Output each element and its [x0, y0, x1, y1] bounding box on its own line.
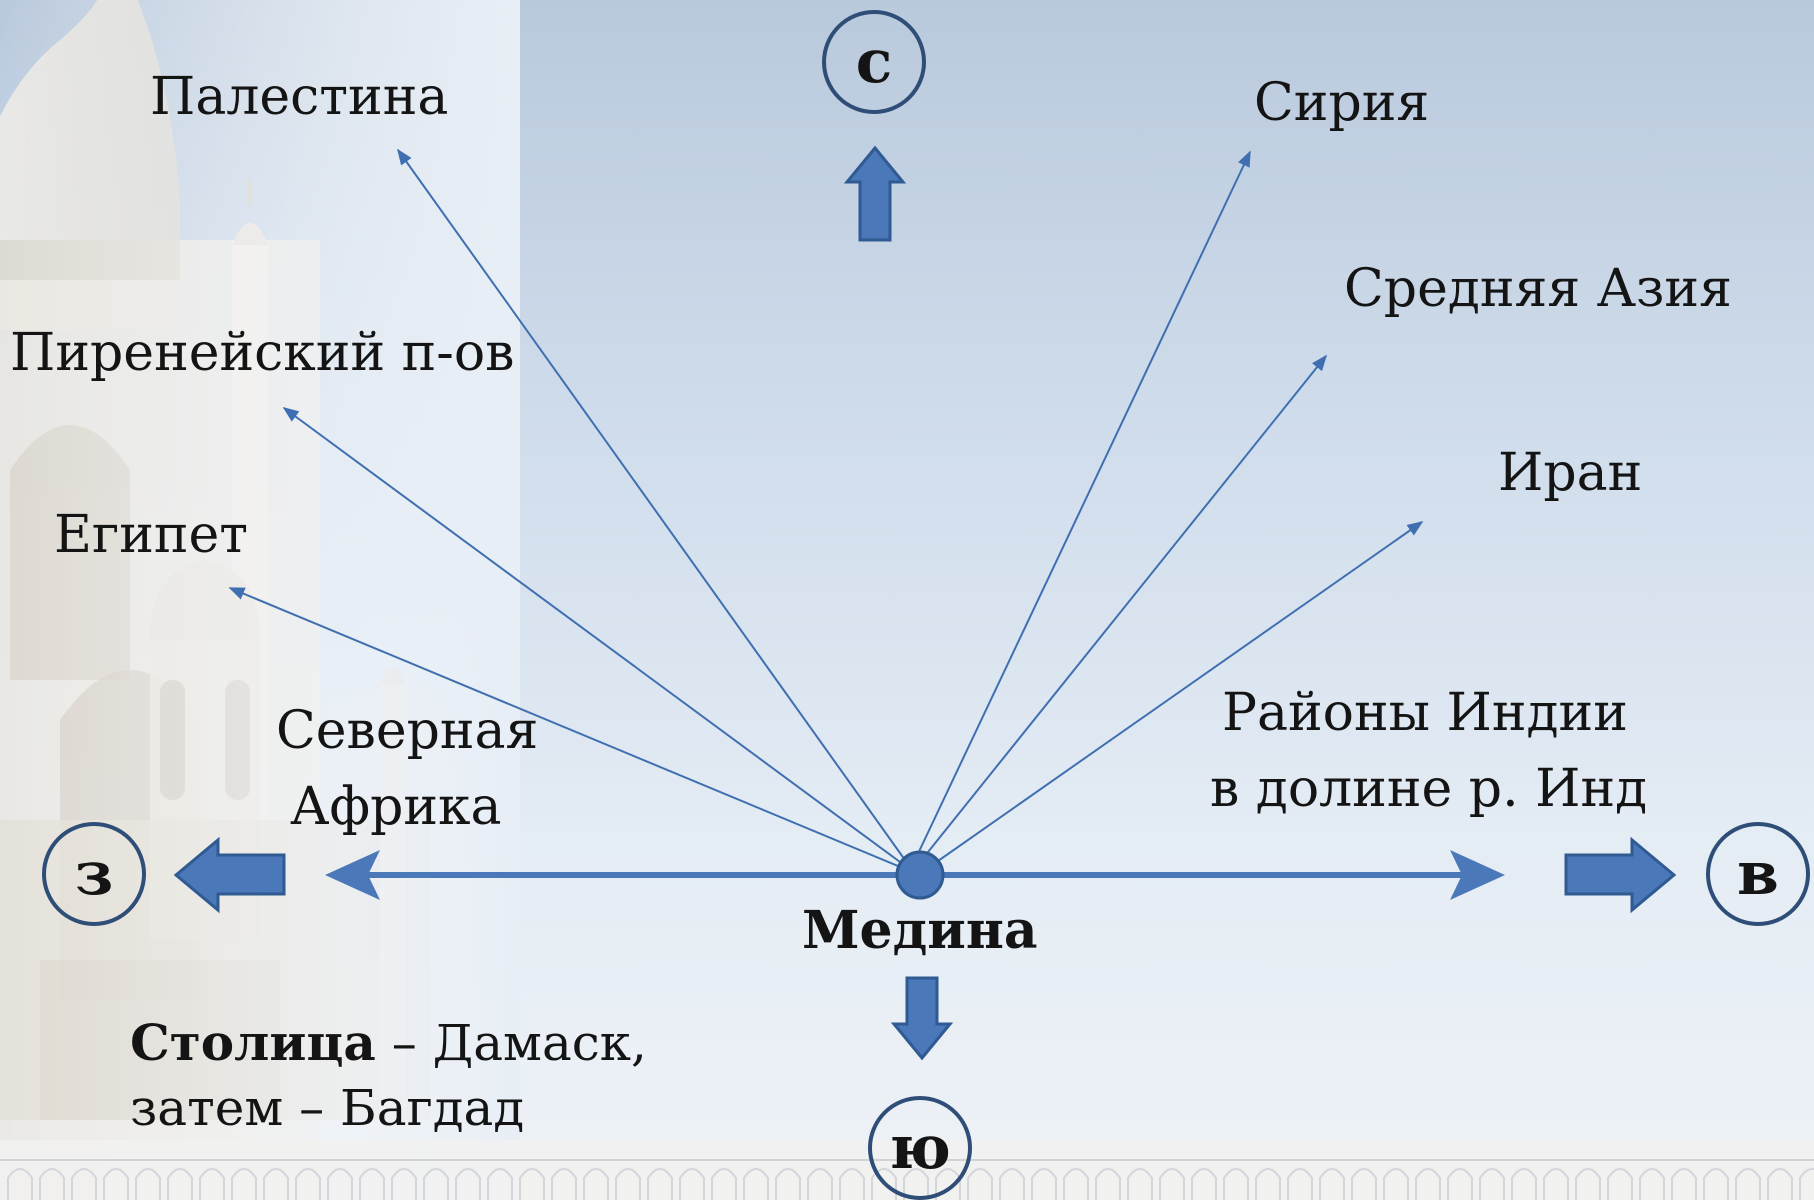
baluster — [1095, 1168, 1121, 1200]
baluster — [967, 1168, 993, 1200]
label-india-line1: Районы Индии — [1222, 683, 1628, 743]
capital-text1: – Дамаск, — [375, 1014, 647, 1072]
baluster — [167, 1168, 193, 1200]
baluster — [455, 1168, 481, 1200]
baluster — [1031, 1168, 1057, 1200]
baluster — [1223, 1168, 1249, 1200]
baluster — [1287, 1168, 1313, 1200]
baluster — [39, 1168, 65, 1200]
label-medina: Медина — [802, 900, 1038, 961]
baluster — [359, 1168, 385, 1200]
baluster — [1703, 1168, 1729, 1200]
label-central-asia: Средняя Азия — [1344, 259, 1732, 319]
compass-south-label: ю — [889, 1113, 951, 1183]
baluster — [423, 1168, 449, 1200]
baluster — [487, 1168, 513, 1200]
compass-north: с — [822, 10, 926, 114]
baluster — [1127, 1168, 1153, 1200]
arrow-to-central-asia — [919, 354, 1328, 863]
baluster — [1479, 1168, 1505, 1200]
west-block-arrow — [173, 836, 286, 914]
baluster — [647, 1168, 673, 1200]
baluster — [743, 1168, 769, 1200]
east-block-arrow — [1564, 836, 1677, 914]
east-arrowhead — [1450, 850, 1505, 900]
baluster — [839, 1168, 865, 1200]
compass-west: з — [42, 822, 146, 926]
baluster — [1383, 1168, 1409, 1200]
baluster — [519, 1168, 545, 1200]
capital-note: Столица – Дамаск, затем – Багдад — [130, 1010, 647, 1141]
baluster — [1319, 1168, 1345, 1200]
baluster — [1543, 1168, 1569, 1200]
north-block-arrow — [843, 145, 907, 242]
arrow-to-palestine — [397, 148, 906, 861]
capital-heading: Столица — [130, 1013, 376, 1072]
label-iberia: Пиренейский п-ов — [10, 323, 515, 383]
baluster — [1447, 1168, 1473, 1200]
label-palestine: Палестина — [150, 67, 449, 127]
baluster — [1607, 1168, 1633, 1200]
baluster — [1351, 1168, 1377, 1200]
baluster — [711, 1168, 737, 1200]
baluster — [807, 1168, 833, 1200]
baluster — [1767, 1168, 1793, 1200]
baluster — [1159, 1168, 1185, 1200]
baluster — [1191, 1168, 1217, 1200]
arrow-to-iberia — [282, 407, 901, 863]
label-north-africa-line2: Африка — [290, 777, 502, 837]
baluster — [551, 1168, 577, 1200]
capital-line1: Столица – Дамаск, — [130, 1010, 647, 1076]
label-egypt: Египет — [54, 505, 249, 565]
baluster — [1799, 1168, 1814, 1200]
baluster — [1575, 1168, 1601, 1200]
south-block-arrow — [890, 976, 954, 1061]
baluster — [1735, 1168, 1761, 1200]
arrow-to-iran — [927, 521, 1424, 869]
baluster — [1063, 1168, 1089, 1200]
baluster — [1415, 1168, 1441, 1200]
label-syria: Сирия — [1254, 73, 1430, 133]
baluster — [263, 1168, 289, 1200]
compass-east-label: в — [1737, 839, 1779, 909]
baluster — [1255, 1168, 1281, 1200]
capital-line2: затем – Багдад — [130, 1079, 525, 1137]
label-north-africa-line1: Северная — [276, 701, 539, 761]
medina-node — [895, 850, 945, 900]
baluster — [327, 1168, 353, 1200]
baluster — [231, 1168, 257, 1200]
arrow-to-egypt — [228, 587, 899, 867]
arrow-to-syria — [914, 150, 1251, 861]
compass-west-label: з — [74, 839, 114, 909]
baluster — [1511, 1168, 1537, 1200]
label-india-line2: в долине р. Инд — [1210, 759, 1648, 819]
baluster — [1671, 1168, 1697, 1200]
compass-east: в — [1706, 822, 1810, 926]
baluster — [135, 1168, 161, 1200]
west-arrowhead — [325, 850, 380, 900]
baluster — [615, 1168, 641, 1200]
baluster — [71, 1168, 97, 1200]
baluster — [295, 1168, 321, 1200]
baluster — [999, 1168, 1025, 1200]
baluster — [103, 1168, 129, 1200]
compass-north-label: с — [855, 27, 893, 97]
compass-south: ю — [868, 1096, 972, 1200]
baluster — [583, 1168, 609, 1200]
baluster — [679, 1168, 705, 1200]
baluster — [1639, 1168, 1665, 1200]
baluster — [7, 1168, 33, 1200]
baluster — [775, 1168, 801, 1200]
label-iran: Иран — [1498, 443, 1643, 503]
baluster — [199, 1168, 225, 1200]
baluster — [391, 1168, 417, 1200]
